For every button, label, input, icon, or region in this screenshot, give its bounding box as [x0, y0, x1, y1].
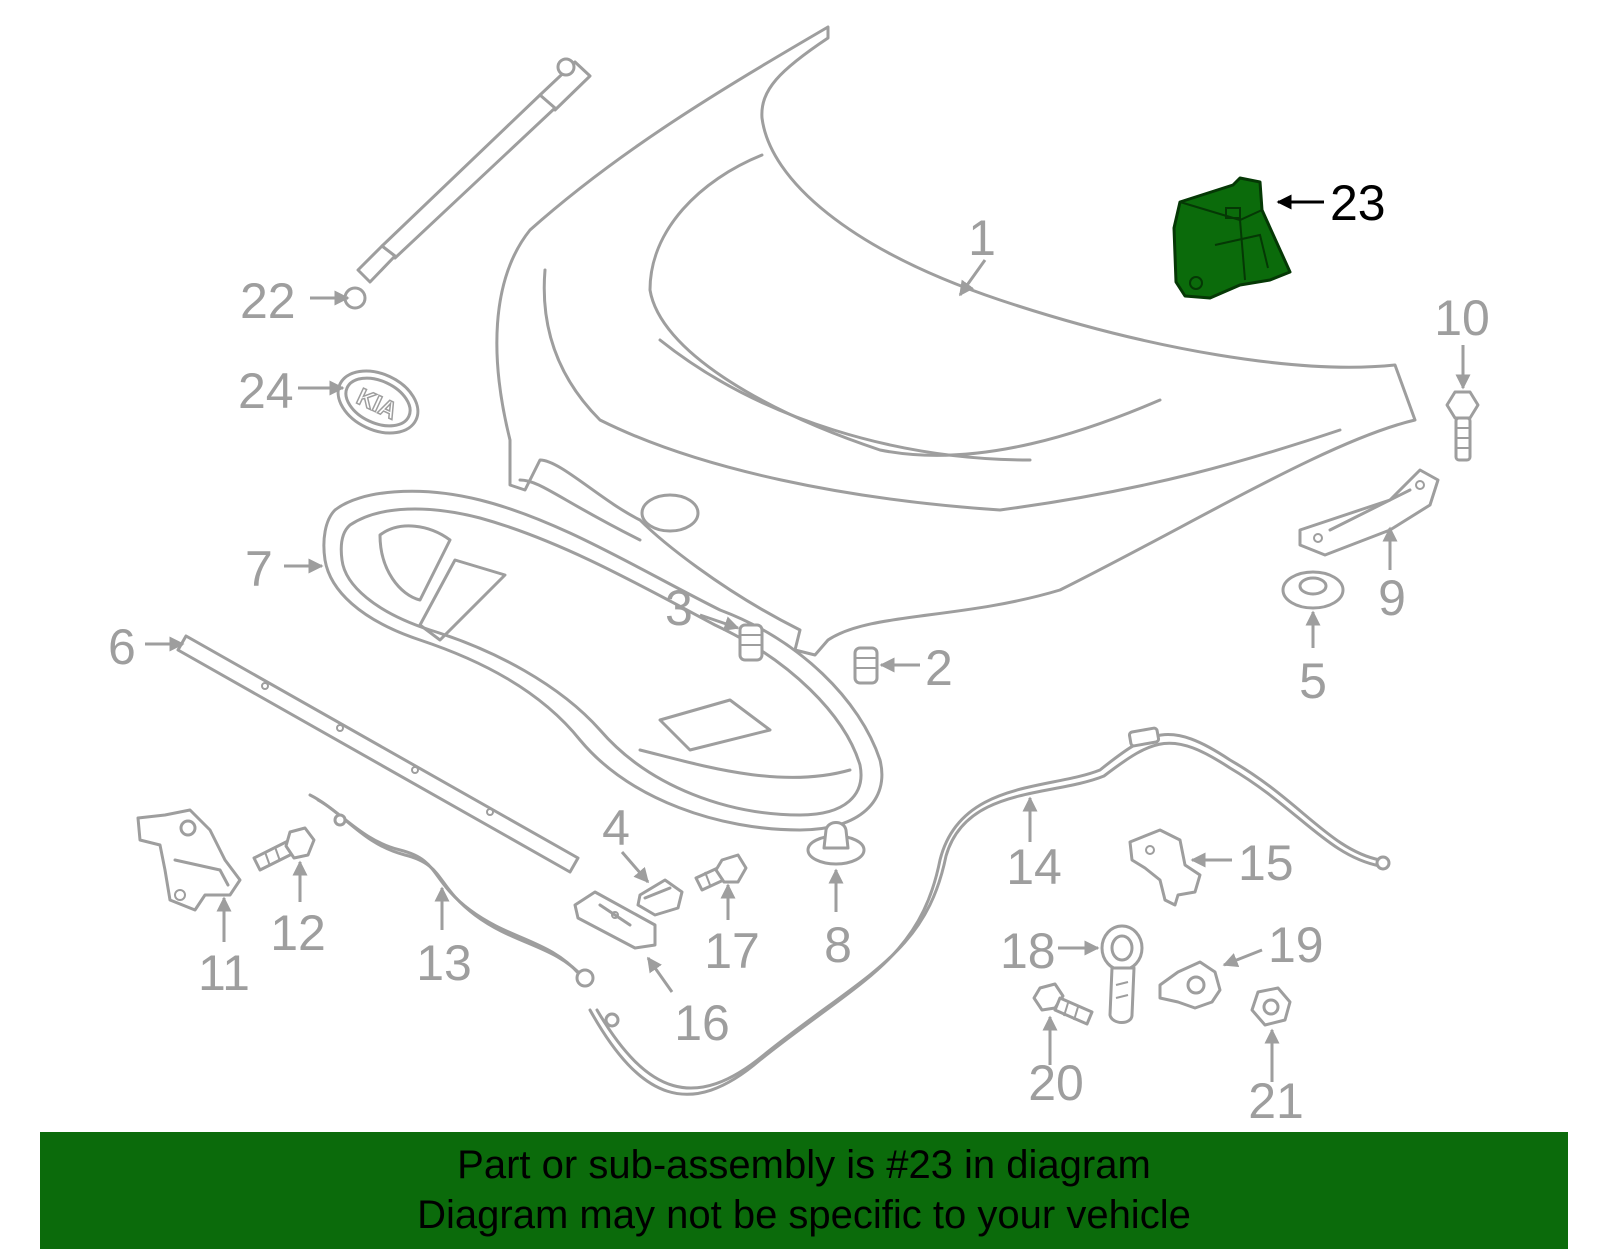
push-clip-8[interactable] — [806, 821, 866, 866]
callout-16: 16 — [646, 956, 730, 1051]
callout-12: 12 — [270, 860, 326, 961]
clip-4[interactable] — [636, 878, 684, 917]
callout-13-label: 13 — [416, 935, 472, 991]
callout-4: 4 — [602, 800, 650, 884]
callout-16-label: 16 — [674, 995, 730, 1051]
callout-19-label: 19 — [1268, 917, 1324, 973]
release-cable-14[interactable] — [588, 726, 1391, 1096]
callout-24-label: 24 — [238, 363, 294, 419]
callout-24: 24 — [238, 363, 345, 419]
callout-20: 20 — [1028, 1015, 1084, 1111]
callout-5-label: 5 — [1299, 653, 1327, 709]
callout-2: 2 — [879, 640, 953, 696]
part-notice-banner: Part or sub-assembly is #23 in diagram D… — [40, 1132, 1568, 1249]
callout-6-label: 6 — [108, 619, 136, 675]
callout-20-label: 20 — [1028, 1055, 1084, 1111]
screw-17[interactable] — [694, 853, 748, 892]
release-cable-13[interactable] — [308, 793, 595, 988]
handle-bracket-19[interactable] — [1158, 960, 1222, 1010]
kia-emblem[interactable]: KIA — [328, 359, 428, 445]
callout-10: 10 — [1434, 290, 1490, 390]
callout-6: 6 — [108, 619, 185, 675]
callout-14-label: 14 — [1006, 839, 1062, 895]
part-notice-line-2: Diagram may not be specific to your vehi… — [417, 1193, 1191, 1237]
gas-strut[interactable] — [343, 57, 592, 310]
callout-15-label: 15 — [1238, 835, 1294, 891]
part-notice-line-1: Part or sub-assembly is #23 in diagram — [457, 1143, 1151, 1187]
callout-2-label: 2 — [925, 640, 953, 696]
hood-panel[interactable] — [495, 25, 1417, 657]
callout-13: 13 — [416, 886, 472, 991]
callout-9: 9 — [1378, 526, 1406, 626]
cable-guide-15[interactable] — [1128, 828, 1202, 907]
highlighted-part-23[interactable] — [1172, 176, 1292, 300]
callout-7-label: 7 — [245, 541, 273, 597]
callout-10-label: 10 — [1434, 290, 1490, 346]
hood-parts-exploded-diagram: 1 22 KIA 24 — [108, 25, 1490, 1129]
callout-8-label: 8 — [824, 917, 852, 973]
handle-bolt[interactable] — [1032, 982, 1094, 1026]
callout-22-label: 22 — [240, 273, 296, 329]
callout-8: 8 — [824, 868, 852, 973]
grommet[interactable] — [1281, 570, 1345, 610]
hood-hinge[interactable] — [1298, 468, 1440, 557]
callout-22: 22 — [240, 273, 350, 329]
callout-11: 11 — [198, 896, 250, 1001]
callout-3: 3 — [665, 580, 740, 636]
hex-nut[interactable] — [1250, 986, 1292, 1027]
callout-3-label: 3 — [665, 580, 693, 636]
callout-23-label: 23 — [1330, 175, 1386, 231]
release-handle[interactable] — [1100, 924, 1144, 1024]
callout-18: 18 — [1000, 923, 1100, 979]
callout-9-label: 9 — [1378, 570, 1406, 626]
callout-11-label: 11 — [198, 945, 250, 1001]
callout-15: 15 — [1190, 835, 1294, 891]
callout-5: 5 — [1299, 610, 1327, 709]
callout-1: 1 — [958, 210, 996, 297]
callout-23: 23 — [1276, 175, 1386, 231]
hood-bumper-3[interactable] — [738, 623, 764, 662]
callout-21-label: 21 — [1248, 1073, 1304, 1129]
callout-17-label: 17 — [704, 923, 760, 979]
bracket-16[interactable] — [573, 890, 657, 950]
hood-bumper-2[interactable] — [853, 646, 879, 685]
hood-hinge-bolt[interactable] — [1445, 390, 1480, 462]
callout-1-label: 1 — [968, 210, 996, 266]
callout-14: 14 — [1006, 796, 1062, 895]
callout-19: 19 — [1222, 917, 1324, 973]
latch-bolt[interactable] — [252, 826, 316, 872]
hood-insulator-pad[interactable] — [322, 489, 884, 832]
callout-21: 21 — [1248, 1028, 1304, 1129]
callout-18-label: 18 — [1000, 923, 1056, 979]
callout-17: 17 — [704, 883, 760, 979]
hood-latch[interactable] — [136, 808, 242, 912]
callout-12-label: 12 — [270, 905, 326, 961]
callout-4-label: 4 — [602, 800, 630, 856]
callout-7: 7 — [245, 541, 324, 597]
